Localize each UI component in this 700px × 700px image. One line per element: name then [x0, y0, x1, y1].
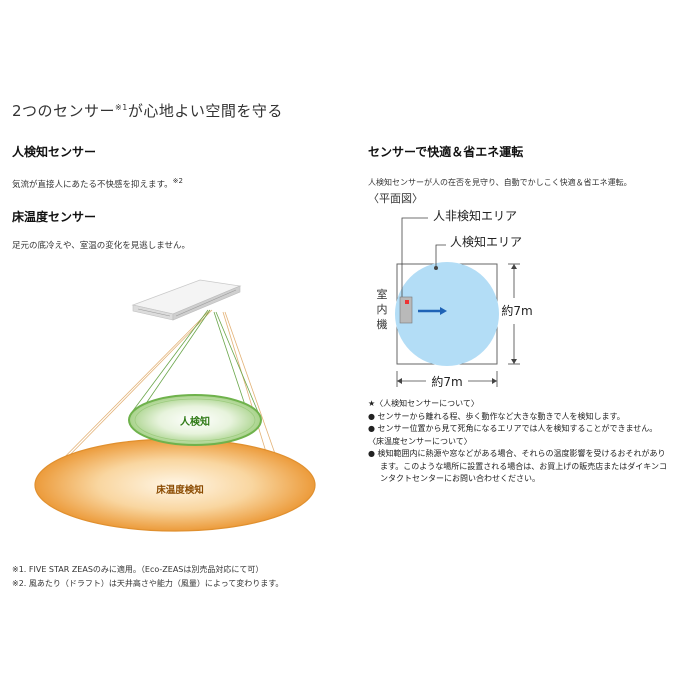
sensor1-heading: 人検知センサー — [12, 145, 97, 159]
indoor-unit-label-2: 内 — [377, 302, 388, 316]
indoor-unit-label-3: 機 — [377, 317, 388, 331]
person-detection-label: 人検知 — [180, 415, 210, 428]
note-line: ★〈人検知センサーについて〉 — [368, 399, 479, 408]
airflow-arrow-icon — [418, 307, 447, 315]
footnote-1: ※1. FIVE STAR ZEASのみに適用。（Eco-ZEASは別売品対応に… — [12, 565, 264, 574]
sensor-notes: ★〈人検知センサーについて〉 ● センサーから離れる程、歩く動作など大きな動きで… — [368, 398, 690, 486]
footnote-2: ※2. 風あたり（ドラフト）は天井高さや能力（風量）によって変わります。 — [12, 579, 284, 588]
note-line: ンタクトセンターにお問い合わせください。 — [380, 474, 540, 483]
note-line: 〈床温度センサーについて〉 — [368, 436, 472, 446]
detection-area-label: 人検知エリア — [450, 235, 522, 249]
right-heading: センサーで快適＆省エネ運転 — [368, 145, 524, 159]
width-dimension-label: 約7m — [431, 374, 462, 389]
floor-plan-diagram: 人非検知エリア 人検知エリア 室 内 機 約7m 約7m — [377, 209, 533, 389]
person-detection-area — [128, 394, 262, 446]
note-line: ● センサー位置から見て死角になるエリアでは人を検知することができません。 — [368, 424, 658, 433]
sensor2-description: 足元の底冷えや、室温の変化を見逃しません。 — [12, 241, 190, 251]
note-line: ます。このような場所に設置される場合は、お買上げの販売店またはダイキンコ — [380, 461, 667, 471]
detection-circle — [395, 262, 499, 366]
page-title: 2つのセンサー※1が心地よい空間を守る — [12, 102, 283, 120]
sensor2-heading: 床温度センサー — [12, 210, 97, 224]
note-line: ● 検知範囲内に熱源や窓などがある場合、それらの温度影響を受けるおそれがあり — [368, 449, 666, 458]
height-dimension-label: 約7m — [501, 303, 532, 318]
sensor1-description: 気流が直接人にあたる不快感を抑えます。※2 — [12, 177, 183, 190]
sensor-illustration: 人検知 床温度検知 — [34, 279, 316, 532]
floor-detection-label: 床温度検知 — [156, 484, 204, 496]
indoor-unit-label-1: 室 — [377, 287, 388, 301]
right-description: 人検知センサーが人の在否を見守り、自動でかしこく快適＆省エネ運転。 — [368, 178, 632, 187]
plan-label: 〈平面図〉 — [368, 192, 423, 205]
non-detection-area-label: 人非検知エリア — [433, 209, 517, 223]
note-line: ● センサーから離れる程、歩く動作など大きな動きで人を検知します。 — [368, 411, 625, 421]
person-sensor-cone — [131, 309, 259, 413]
ceiling-ac-unit — [131, 279, 242, 321]
